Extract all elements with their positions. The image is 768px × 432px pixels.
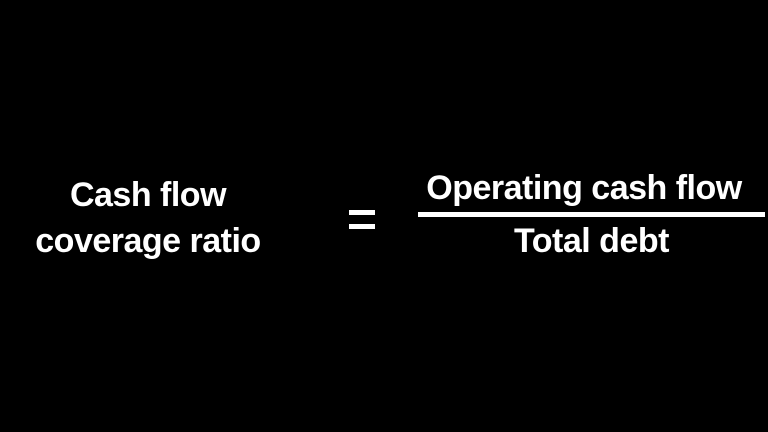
formula-left-side: Cash flow coverage ratio (0, 172, 296, 264)
fraction-line (418, 212, 765, 217)
lhs-line-2: coverage ratio (35, 222, 261, 260)
numerator: Operating cash flow (426, 169, 742, 207)
equals-sign (349, 210, 375, 233)
equals-bar-top (349, 210, 375, 215)
equals-bar-bottom (349, 224, 375, 229)
lhs-line-1: Cash flow (69, 176, 227, 214)
denominator: Total debt (514, 222, 669, 260)
